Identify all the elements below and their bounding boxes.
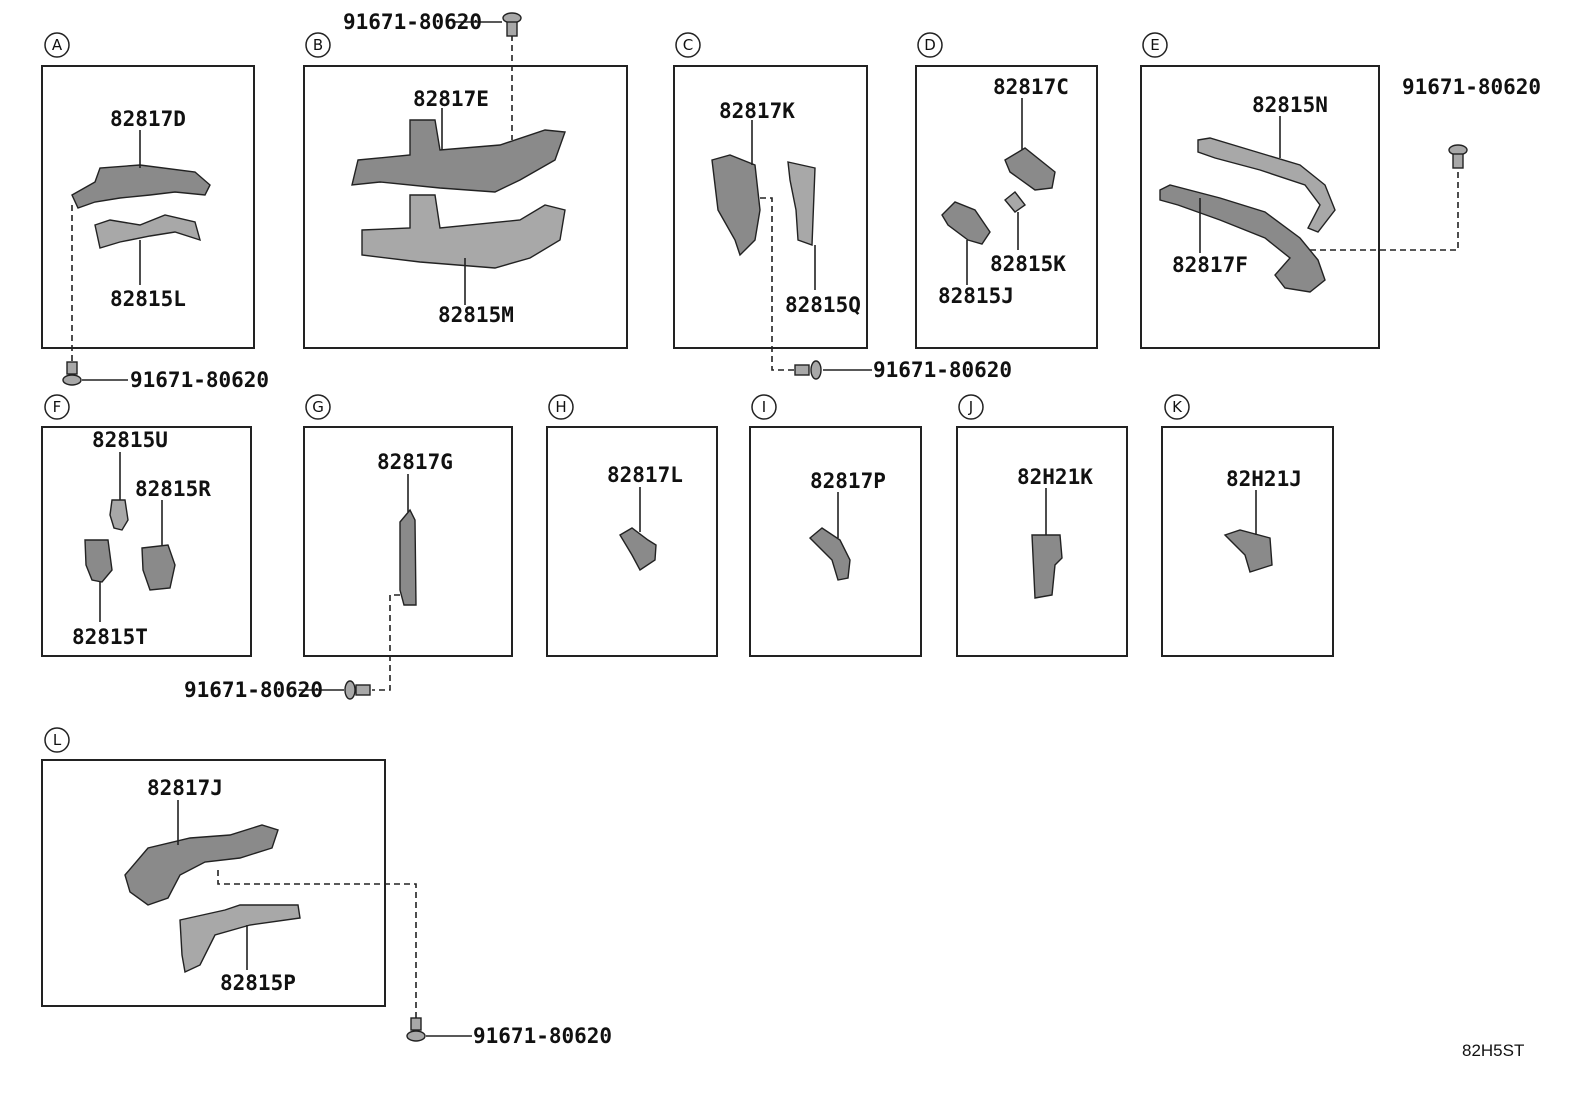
- section-l-marker: L: [53, 731, 62, 749]
- part-label-82H21K: 82H21K: [1017, 465, 1093, 489]
- part-label-82817K: 82817K: [719, 99, 795, 123]
- bolt-icon: [344, 680, 371, 700]
- section-k: K 82H21J: [1161, 394, 1334, 657]
- section-d-marker: D: [924, 36, 936, 54]
- section-c-marker: C: [683, 36, 693, 54]
- bolt-label-g: 91671-80620: [184, 678, 323, 702]
- part-label-82817L: 82817L: [607, 463, 683, 487]
- part-label-82817E: 82817E: [413, 87, 489, 111]
- section-i: I 82817P: [749, 394, 922, 657]
- bolt-icon: [62, 361, 82, 386]
- part-label-82815N: 82815N: [1252, 93, 1328, 117]
- section-c: C 82817K 82815Q 91671-80620: [673, 32, 1012, 382]
- part-label-82815K: 82815K: [990, 252, 1066, 276]
- bolt-icon: [502, 12, 522, 37]
- part-label-82815Q: 82815Q: [785, 293, 861, 317]
- section-g: G 82817G 91671-80620: [184, 394, 513, 702]
- part-label-82817J: 82817J: [147, 776, 223, 800]
- section-b-marker: B: [313, 36, 323, 54]
- bolt-label-e: 91671-80620: [1402, 75, 1541, 99]
- part-label-82817P: 82817P: [810, 469, 886, 493]
- section-a: A 82817D 82815L 91671-80620: [41, 32, 269, 392]
- section-j: J 82H21K: [956, 394, 1128, 657]
- part-label-82815J: 82815J: [938, 284, 1014, 308]
- section-d: D 82817C 82815K 82815J: [915, 32, 1098, 349]
- part-label-82817C: 82817C: [993, 75, 1069, 99]
- section-f-marker: F: [53, 398, 62, 416]
- part-label-82817G: 82817G: [377, 450, 453, 474]
- section-a-marker: A: [52, 36, 63, 54]
- bolt-label-b: 91671-80620: [343, 10, 482, 34]
- section-h: H 82817L: [546, 394, 718, 657]
- bolt-label-l: 91671-80620: [473, 1024, 612, 1048]
- part-label-82815R: 82815R: [135, 477, 211, 501]
- section-g-marker: G: [312, 398, 324, 416]
- section-b: B 82817E 82815M 91671-80620: [303, 10, 628, 349]
- bolt-icon: [1448, 144, 1468, 169]
- section-h-marker: H: [555, 398, 566, 416]
- part-label-82815U: 82815U: [92, 428, 168, 452]
- bolt-icon: [406, 1017, 426, 1042]
- section-k-marker: K: [1172, 398, 1183, 416]
- part-label-82817F: 82817F: [1172, 253, 1248, 277]
- section-i-marker: I: [762, 398, 766, 416]
- section-l: L 82817J 82815P 91671-80620: [41, 727, 612, 1048]
- part-label-82815L: 82815L: [110, 287, 186, 311]
- part-label-82H21J: 82H21J: [1226, 467, 1302, 491]
- bolt-label-c: 91671-80620: [873, 358, 1012, 382]
- part-label-82815T: 82815T: [72, 625, 148, 649]
- bolt-label-a: 91671-80620: [130, 368, 269, 392]
- bolt-icon: [794, 360, 822, 380]
- section-j-marker: J: [968, 398, 973, 416]
- section-e: E 82815N 82817F 91671-80620: [1140, 32, 1541, 349]
- diagram-code: 82H5ST: [1462, 1041, 1524, 1060]
- part-label-82815P: 82815P: [220, 971, 296, 995]
- part-label-82815M: 82815M: [438, 303, 514, 327]
- part-label-82817D: 82817D: [110, 107, 186, 131]
- section-e-marker: E: [1150, 36, 1159, 54]
- section-f: F 82815U 82815R 82815T: [41, 394, 252, 657]
